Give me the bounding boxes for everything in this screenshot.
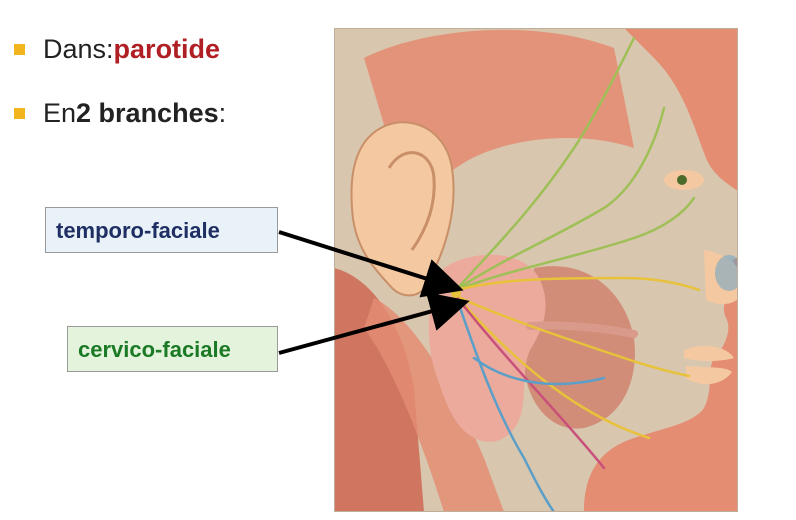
- upper-lip: [684, 345, 734, 361]
- pupil: [677, 175, 687, 185]
- parotid-duct: [526, 321, 638, 338]
- bullet-item-location: Dans: parotide: [14, 34, 220, 65]
- bullet-suffix: :: [218, 98, 227, 128]
- facial-nerve-trunk: [451, 288, 461, 298]
- bullet-highlight-branches: 2 branches: [76, 98, 219, 128]
- label-temporo-faciale: temporo-faciale: [45, 207, 278, 253]
- lower-lip: [686, 366, 732, 385]
- bullet-prefix: Dans:: [43, 34, 114, 64]
- masseter-muscle: [524, 266, 635, 429]
- label-cervico-faciale: cervico-faciale: [67, 326, 278, 372]
- bullet-highlight-parotide: parotide: [113, 34, 221, 64]
- nasal-cartilage: [715, 255, 738, 291]
- facial-nerve-anatomy-illustration: [334, 28, 738, 512]
- bullet-prefix: En: [43, 98, 77, 128]
- temporo-facial-branches: [454, 36, 701, 292]
- cervico-facial-branches: [454, 294, 691, 512]
- square-bullet-icon: [14, 44, 25, 55]
- square-bullet-icon: [14, 108, 25, 119]
- bullet-item-branches: En 2 branches :: [14, 98, 226, 129]
